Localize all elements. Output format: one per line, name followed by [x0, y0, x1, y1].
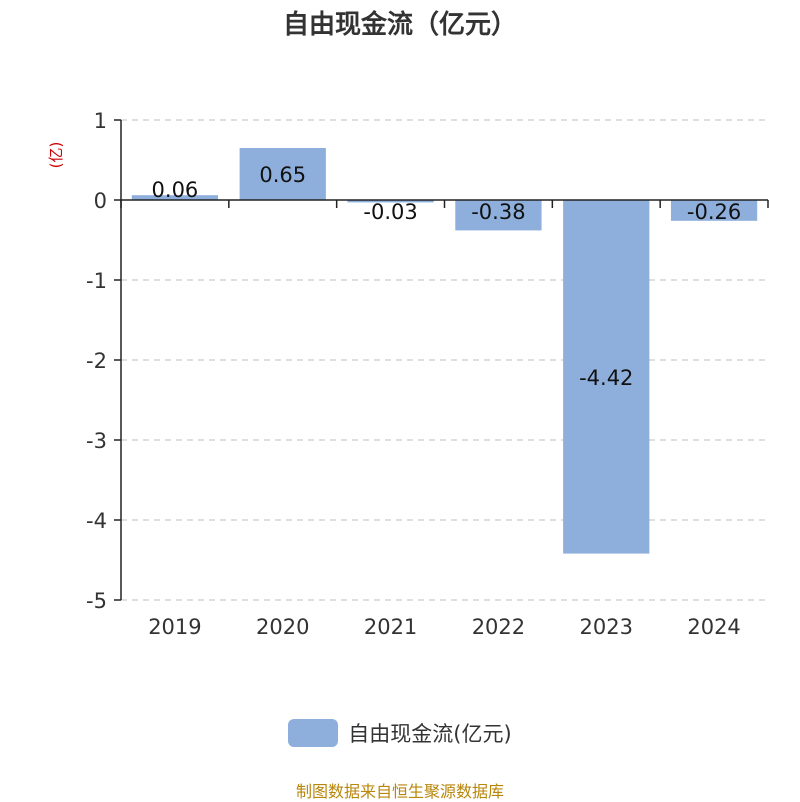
source-note: 制图数据来自恒生聚源数据库 — [295, 782, 504, 801]
data-labels: 0.06 0.65 -0.03 -0.38 -4.42 -0.26 — [152, 163, 742, 390]
legend-swatch — [288, 719, 339, 747]
y-tick-label: -4 — [86, 509, 107, 533]
bar-2022 — [455, 200, 542, 231]
data-label: 0.06 — [152, 178, 199, 202]
y-tick-label: -1 — [86, 269, 107, 293]
data-label: -0.26 — [687, 200, 741, 224]
x-tick-label: 2019 — [148, 615, 201, 639]
x-tick-label: 2021 — [364, 615, 417, 639]
axes: 1 0 -1 -2 -3 -4 -5 2019 2020 2021 2022 2023 2024 — [86, 109, 769, 639]
legend-label: 自由现金流(亿元) — [348, 722, 512, 746]
data-label: -4.42 — [579, 366, 633, 390]
x-tick-label: 2023 — [580, 615, 633, 639]
y-axis-label: (亿) — [47, 142, 65, 169]
bar-2023 — [563, 200, 650, 554]
y-tick-label: -2 — [86, 349, 107, 373]
y-tick-label: -5 — [86, 589, 107, 613]
y-tick-label: 1 — [94, 109, 107, 133]
grid-lines — [121, 119, 768, 601]
bar-2024 — [670, 200, 758, 221]
data-label: -0.38 — [471, 200, 525, 224]
bar-2020 — [239, 148, 326, 200]
data-label: 0.65 — [259, 163, 306, 187]
bar-2019 — [131, 195, 219, 200]
x-tick-label: 2022 — [472, 615, 525, 639]
chart-title: 自由现金流（亿元） — [282, 10, 517, 40]
bar-2021 — [347, 200, 434, 203]
y-tick-label: 0 — [94, 189, 107, 213]
y-tick-label: -3 — [86, 429, 107, 453]
data-label: -0.03 — [363, 200, 417, 224]
x-tick-label: 2024 — [687, 615, 740, 639]
x-tick-label: 2020 — [256, 615, 309, 639]
bars — [131, 148, 758, 554]
legend[interactable]: 自由现金流(亿元) — [0, 718, 800, 748]
